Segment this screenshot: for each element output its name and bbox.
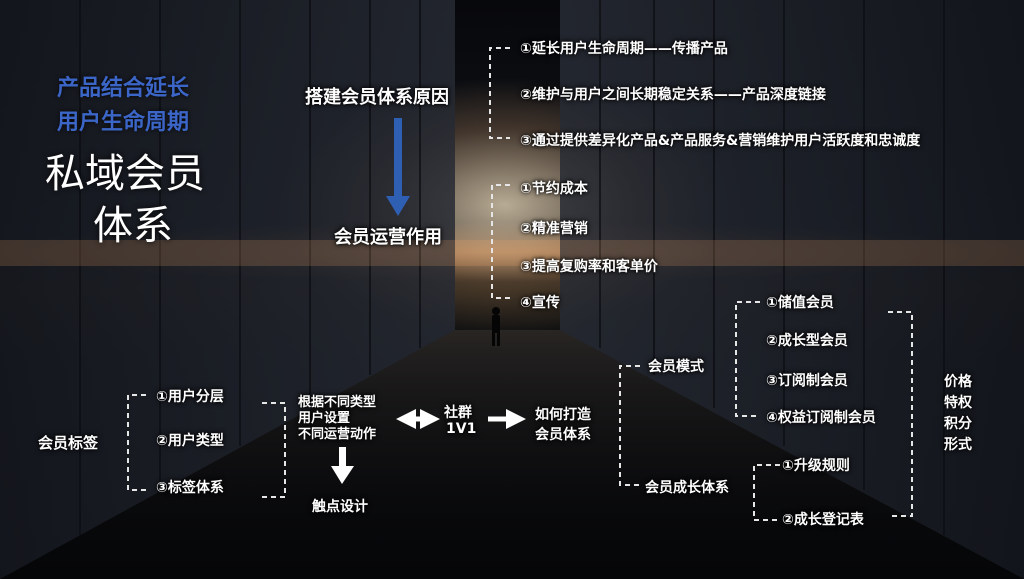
actions-line-3: 不同运营动作	[298, 427, 377, 442]
effect-item-3: ③提高复购率和客单价	[520, 259, 658, 275]
form-item-price: 价格	[944, 374, 972, 390]
reason-item-1: ①延长用户生命周期——传播产品	[520, 41, 728, 57]
growth-heading: 会员成长体系	[645, 480, 729, 496]
actions-line-2: 用户设置	[298, 411, 351, 426]
effects-heading: 会员运营作用	[334, 227, 442, 248]
modes-heading: 会员模式	[648, 359, 704, 375]
touch-design-label: 触点设计	[312, 499, 368, 515]
mode-item-4: ④权益订阅制会员	[766, 410, 876, 426]
mode-item-1: ①储值会员	[766, 295, 834, 311]
reason-item-2: ②维护与用户之间长期稳定关系——产品深度链接	[520, 87, 826, 103]
title-line-1: 产品结合延长	[57, 76, 190, 101]
effect-item-1: ①节约成本	[520, 181, 588, 197]
left-rack-slats	[79, 0, 421, 535]
tags-heading: 会员标签	[38, 434, 99, 452]
tag-item-3: ③标签体系	[156, 480, 224, 496]
form-item-points: 积分	[944, 416, 972, 432]
form-item-privilege: 特权	[944, 395, 972, 411]
build-line-1: 如何打造	[535, 407, 591, 423]
reasons-heading: 搭建会员体系原因	[305, 87, 449, 108]
effect-item-2: ②精准营销	[520, 221, 588, 237]
form-item-format: 形式	[944, 437, 972, 453]
tag-item-1: ①用户分层	[156, 389, 224, 405]
horizon-light-band	[0, 240, 1024, 266]
growth-item-1: ①升级规则	[782, 458, 850, 474]
growth-item-2: ②成长登记表	[782, 512, 864, 528]
walking-person	[492, 307, 500, 346]
right-rack-slats	[599, 0, 945, 535]
community-label: 社群	[444, 405, 472, 421]
build-line-2: 会员体系	[535, 427, 591, 443]
mode-item-3: ③订阅制会员	[766, 373, 848, 389]
effect-item-4: ④宣传	[520, 295, 560, 311]
tag-item-2: ②用户类型	[156, 433, 224, 449]
reason-item-3: ③通过提供差异化产品&产品服务&营销维护用户活跃度和忠诚度	[520, 133, 921, 149]
title-main-1: 私域会员	[45, 151, 205, 197]
title-line-2: 用户生命周期	[57, 110, 190, 135]
title-main-2: 体系	[93, 203, 173, 249]
left-rack-wall	[0, 0, 455, 579]
actions-line-1: 根据不同类型	[298, 395, 377, 410]
mode-item-2: ②成长型会员	[766, 333, 848, 349]
community-1v1-label: 1V1	[446, 421, 477, 437]
